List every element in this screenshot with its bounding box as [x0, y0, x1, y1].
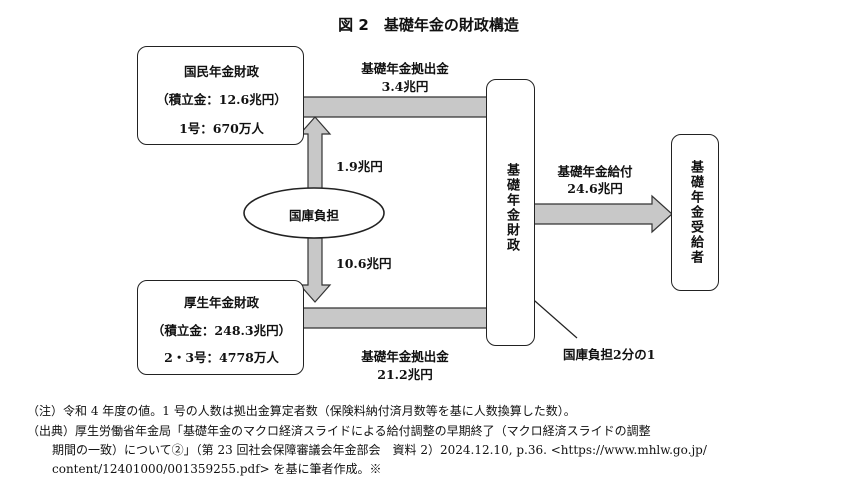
kousei-name: 厚生年金財政: [183, 295, 259, 310]
benefit-arrow: [532, 194, 673, 234]
subsidy-up-arrow: [298, 116, 332, 190]
kousei-contribution-value: 21.2兆円: [377, 367, 433, 382]
recipients-box: [671, 134, 719, 291]
kokumin-finance-box: 国民年金財政 （積立金：12.6兆円） 1号：670万人: [137, 46, 304, 145]
source-line-1: （出典）厚生労働省年金局「基礎年金のマクロ経済スライドによる給付調整の早期終了（…: [27, 424, 651, 438]
subsidy-to-kousei: 10.6兆円: [336, 256, 392, 271]
kokumin-reserve: （積立金：12.6兆円）: [156, 92, 287, 107]
benefit-value: 24.6兆円: [567, 181, 623, 196]
kokumin-contribution-label: 基礎年金拠出金: [361, 61, 449, 76]
kokumin-members: 1号：670万人: [179, 121, 264, 136]
kiso-finance-box: [486, 79, 535, 346]
kousei-members: 2・3号：4778万人: [164, 350, 279, 365]
source-line-3: content/12401000/001359255.pdf> を基に筆者作成。…: [52, 462, 382, 476]
state-subsidy-label: 国庫負担: [288, 208, 339, 223]
kousei-contribution-arrow: [299, 298, 512, 338]
benefit-label: 基礎年金給付: [557, 164, 633, 179]
state-subsidy-ellipse: [243, 187, 385, 239]
source-line-2: 期間の一致）について②」（第 23 回社会保障審議会年金部会 資料 2）2024…: [52, 443, 707, 457]
kiso-finance-label: 基礎年金財政: [504, 163, 519, 253]
subsidy-to-kokumin: 1.9兆円: [336, 159, 383, 174]
kousei-contribution-label: 基礎年金拠出金: [361, 349, 449, 364]
note-text: （注）令和 4 年度の値。1 号の人数は拠出金算定者数（保険料納付済月数等を基に…: [27, 404, 576, 418]
kokumin-name: 国民年金財政: [183, 64, 259, 79]
recipients-label: 基礎年金受給者: [688, 160, 703, 265]
subsidy-down-arrow: [298, 237, 332, 303]
subsidy-half-label: 国庫負担2分の1: [563, 347, 656, 362]
figure-title: 図 2 基礎年金の財政構造: [338, 16, 519, 34]
kokumin-contribution-value: 3.4兆円: [381, 79, 429, 94]
kousei-reserve: （積立金：248.3兆円）: [151, 323, 292, 338]
kousei-finance-box: 厚生年金財政 （積立金：248.3兆円） 2・3号：4778万人: [137, 280, 304, 375]
